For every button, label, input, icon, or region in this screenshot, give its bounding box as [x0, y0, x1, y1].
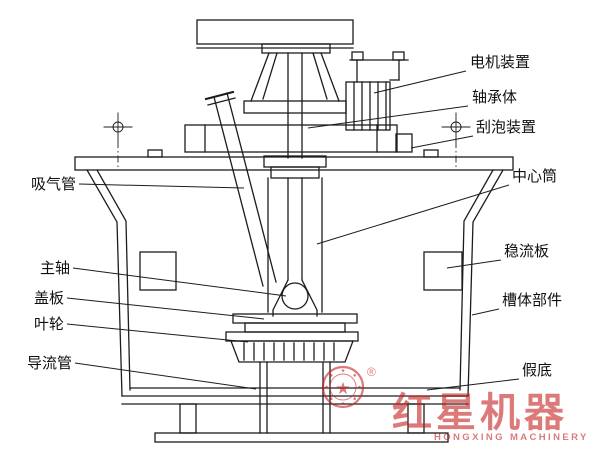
suction-pipe [204, 90, 277, 287]
watermark-brand-cn: 红星机器 [392, 391, 568, 435]
watermark-logo: ★ ® 红星机器 HONGXING MACHINERY [321, 365, 589, 443]
watermark-brand-en: HONGXING MACHINERY [434, 432, 589, 443]
label-main-shaft: 主轴 [40, 260, 70, 277]
main-shaft [263, 52, 327, 281]
label-bearing-body: 轴承体 [472, 89, 517, 106]
label-false-bottom: 假底 [522, 362, 552, 379]
machine-line-art [74, 19, 514, 443]
registered-mark-icon: ® [367, 365, 376, 379]
label-tank-body: 槽体部件 [502, 292, 562, 309]
draft-tube [259, 361, 331, 434]
center-mark-left [103, 112, 133, 142]
leader-lines [66, 70, 520, 391]
top-slab [196, 19, 354, 54]
support-frame [184, 124, 413, 153]
label-motor-unit: 电机装置 [470, 54, 530, 71]
tank-body [86, 169, 504, 405]
stabilizer-plates [139, 251, 463, 291]
star-icon: ★ [335, 379, 350, 398]
tank-rim [74, 149, 514, 171]
label-center-cylinder: 中心筒 [512, 168, 557, 185]
cover-plate [232, 313, 358, 333]
label-impeller: 叶轮 [34, 316, 64, 333]
center-cylinder [267, 177, 323, 313]
label-suction-pipe: 吸气管 [31, 176, 76, 193]
bell-housing [243, 52, 347, 114]
machine-base [154, 403, 449, 443]
part-labels: 吸气管 主轴 盖板 叶轮 导流管 电机装置 轴承体 刮泡装置 中心筒 稳流板 槽… [27, 54, 562, 379]
center-mark-right [441, 112, 471, 142]
label-stabilizer-plate: 稳流板 [504, 242, 549, 260]
impeller [225, 331, 359, 363]
label-froth-scraper: 刮泡装置 [476, 119, 536, 136]
label-draft-tube: 导流管 [27, 355, 72, 372]
label-cover-plate: 盖板 [34, 289, 64, 307]
shaft-hub [272, 279, 318, 317]
